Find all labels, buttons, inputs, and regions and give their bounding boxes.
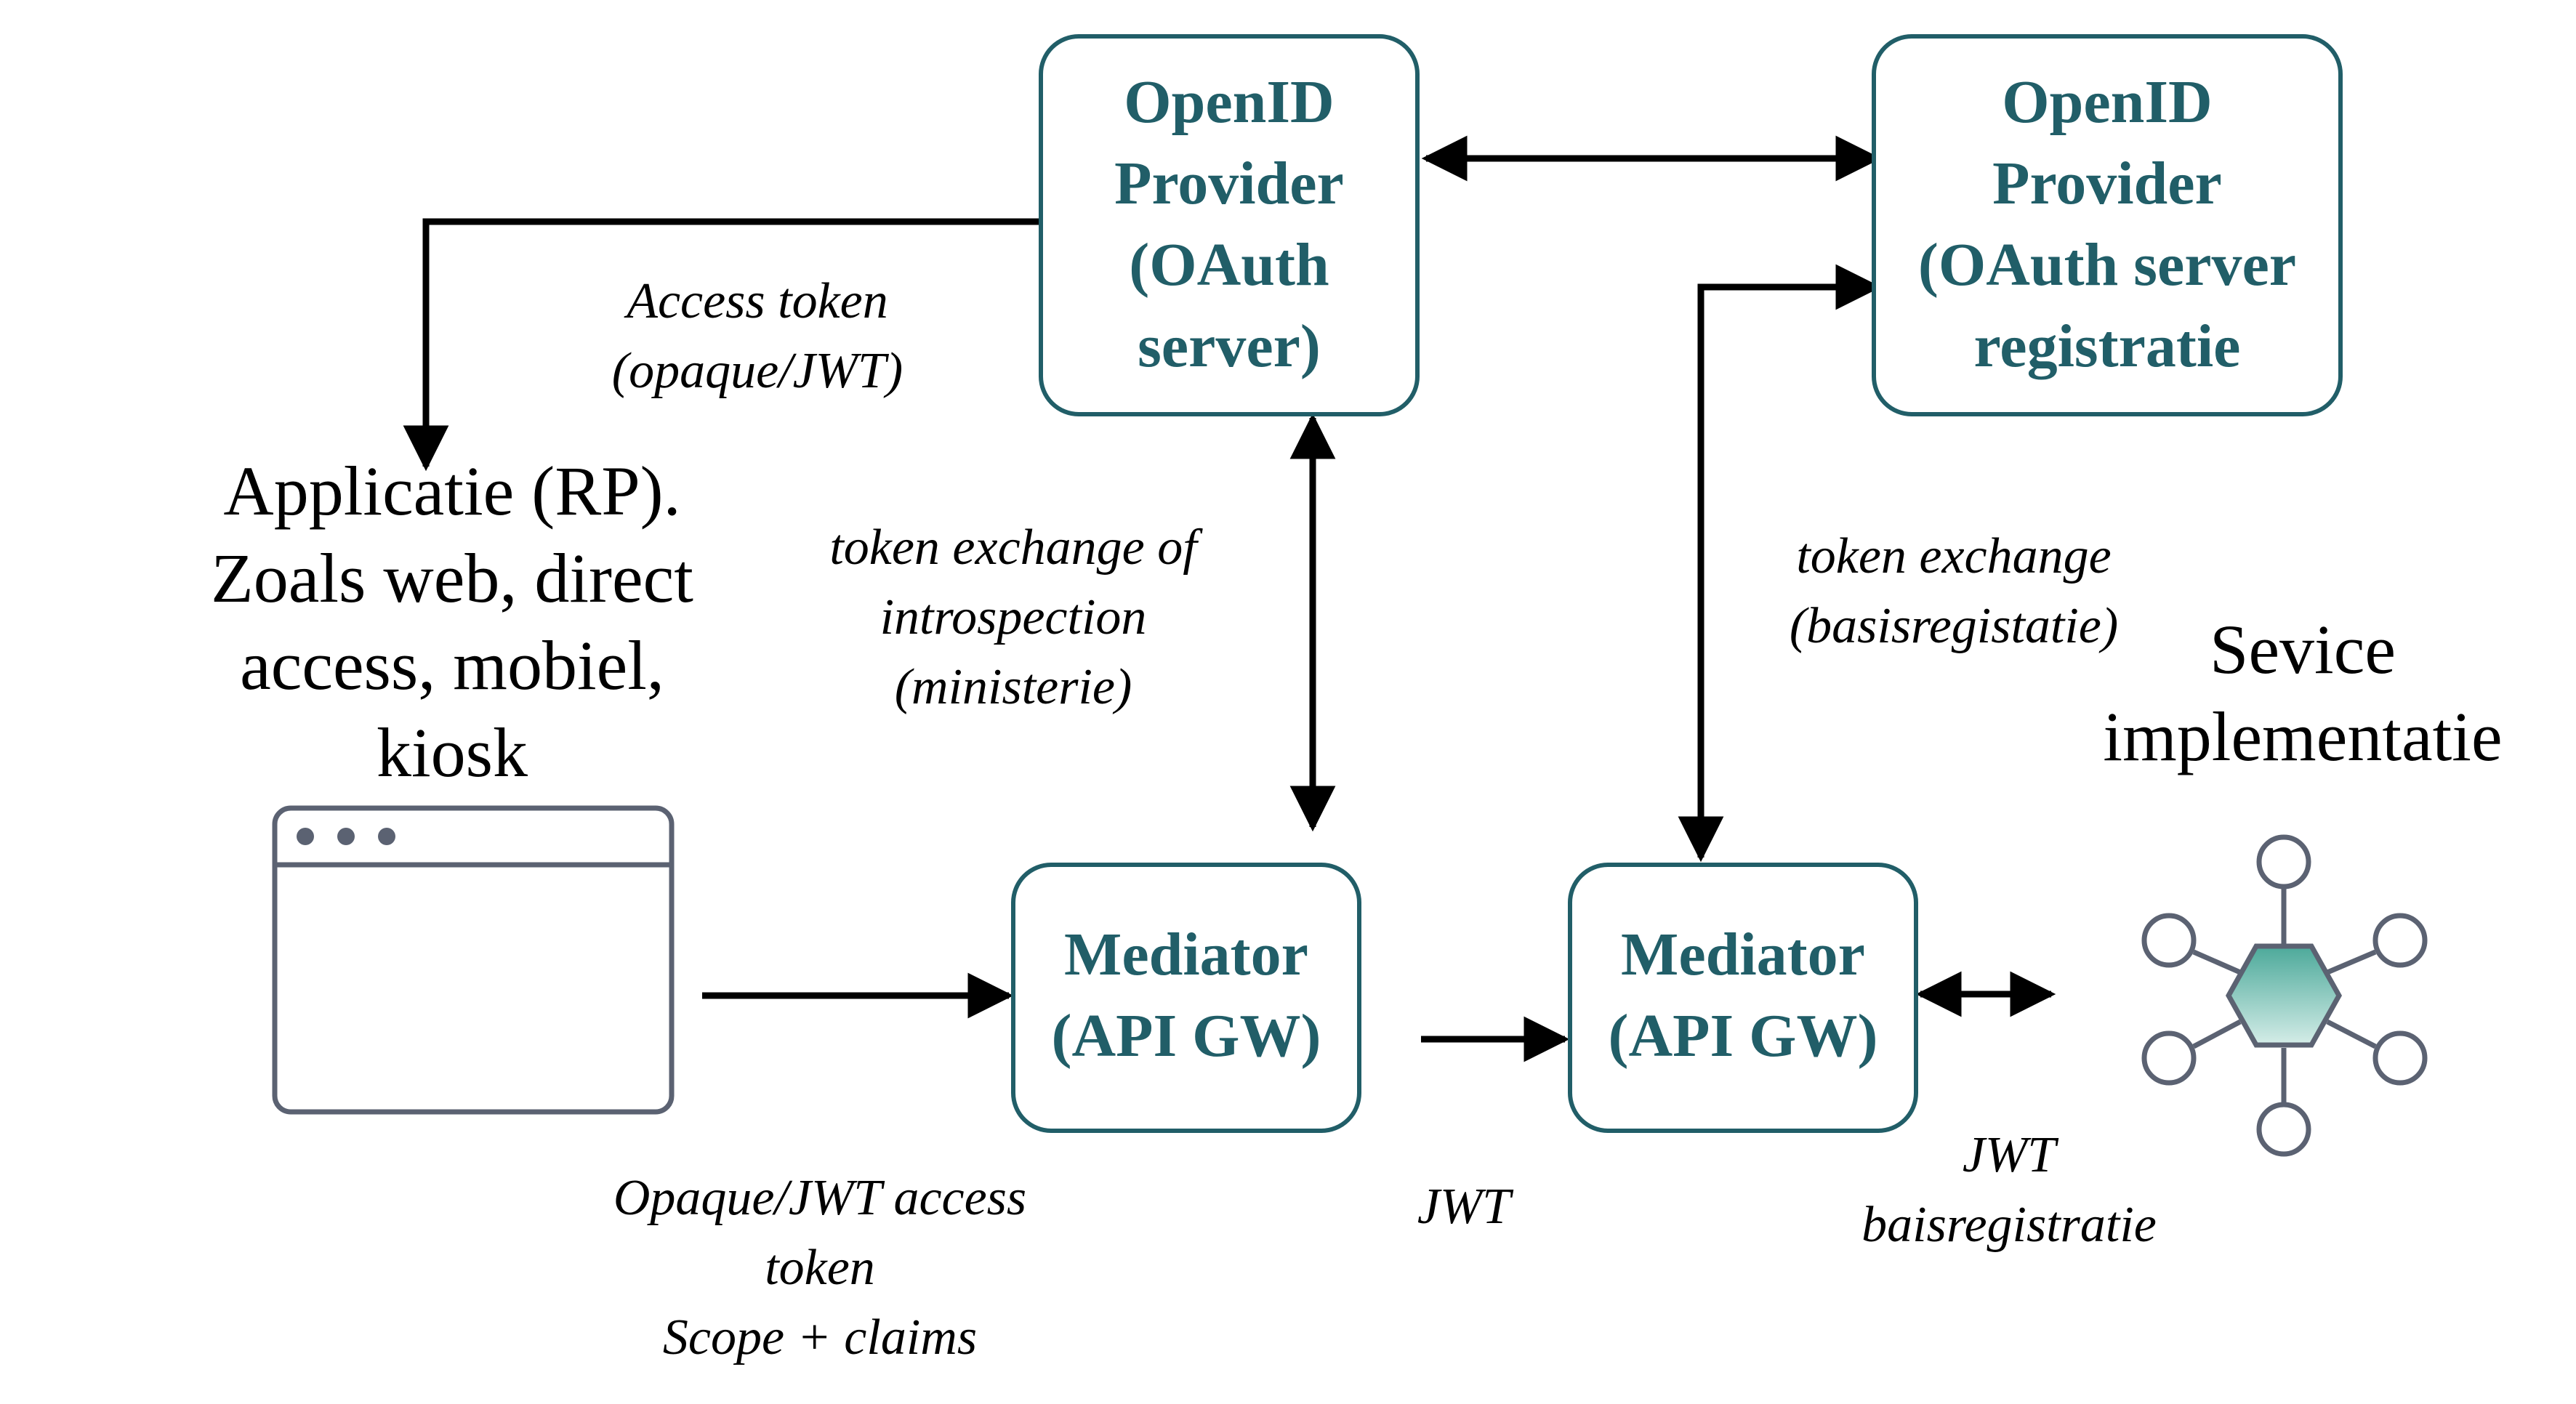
node-openid-provider-oauth: OpenID Provider (OAuth server) <box>1039 34 1420 416</box>
label-client-to-mediator-line-2: token <box>765 1240 875 1296</box>
client-label-line-2: Zoals web, direct <box>211 539 693 617</box>
browser-window-icon <box>272 805 675 1115</box>
service-hexagon <box>2225 943 2343 1048</box>
service-label: Sevice implementatie <box>2103 610 2502 775</box>
label-mediator-to-service: JWT baisregistratie <box>1861 1127 2157 1253</box>
edge-access-token <box>403 218 1044 472</box>
node-mediator-2-line-2: (API GW) <box>1609 1002 1878 1070</box>
node-mediator-1: Mediator (API GW) <box>1011 863 1361 1133</box>
label-mediator-to-service-line-2: baisregistratie <box>1861 1197 2157 1253</box>
service-hexagon-network-icon <box>2141 834 2428 1157</box>
label-access-token-line-1: Access token <box>624 273 888 329</box>
node-openid-provider-oauth-line-3: (OAuth <box>1129 231 1329 299</box>
node-openid-provider-registratie-line-4: registratie <box>1974 312 2241 380</box>
label-token-exchange-basis-line-1: token exchange <box>1796 528 2111 584</box>
node-mediator-1-line-1: Mediator <box>1064 921 1308 988</box>
service-label-line-1: Sevice <box>2210 610 2396 688</box>
label-token-exchange-ministerie-line-1: token exchange of <box>829 520 1203 576</box>
client-label-line-3: access, mobiel, <box>240 626 664 704</box>
edges <box>403 135 2056 1062</box>
label-mediator-to-mediator: JWT <box>1417 1179 1514 1235</box>
node-mediator-1-line-2: (API GW) <box>1052 1002 1321 1070</box>
service-label-line-2: implementatie <box>2103 698 2502 775</box>
label-mediator-to-service-line-1: JWT <box>1963 1127 2059 1183</box>
node-mediator-2: Mediator (API GW) <box>1568 863 1918 1133</box>
node-openid-provider-oauth-line-4: server) <box>1138 312 1321 380</box>
label-token-exchange-ministerie-line-3: (ministerie) <box>895 659 1132 715</box>
label-token-exchange-ministerie: token exchange of introspection (ministe… <box>829 520 1203 715</box>
label-token-exchange-basis: token exchange (basisregistatie) <box>1790 528 2118 654</box>
node-mediator-2-line-1: Mediator <box>1621 921 1865 988</box>
label-client-to-mediator: Opaque/JWT access token Scope + claims <box>613 1170 1026 1365</box>
node-openid-provider-oauth-line-1: OpenID <box>1124 68 1334 136</box>
label-client-to-mediator-line-1: Opaque/JWT access <box>613 1170 1026 1226</box>
label-token-exchange-ministerie-line-2: introspection <box>880 589 1147 645</box>
label-client-to-mediator-line-3: Scope + claims <box>663 1310 977 1365</box>
label-token-exchange-basis-line-2: (basisregistatie) <box>1790 598 2118 654</box>
label-mediator-to-mediator-line-1: JWT <box>1417 1179 1514 1235</box>
client-label-line-1: Applicatie (RP). <box>223 452 680 530</box>
client-label: Applicatie (RP). Zoals web, direct acces… <box>211 452 693 791</box>
label-access-token: Access token (opaque/JWT) <box>612 273 903 399</box>
node-openid-provider-registratie-line-2: Provider <box>1992 150 2222 217</box>
edge-mediator-2-to-openid-registratie <box>1678 264 1882 863</box>
client-label-line-4: kiosk <box>377 714 528 791</box>
label-access-token-line-2: (opaque/JWT) <box>612 343 903 399</box>
node-openid-provider-registratie-line-1: OpenID <box>2002 68 2212 136</box>
node-openid-provider-registratie: OpenID Provider (OAuth server registrati… <box>1872 34 2343 416</box>
node-openid-provider-oauth-line-2: Provider <box>1114 150 1344 217</box>
node-openid-provider-registratie-line-3: (OAuth server <box>1918 231 2296 299</box>
